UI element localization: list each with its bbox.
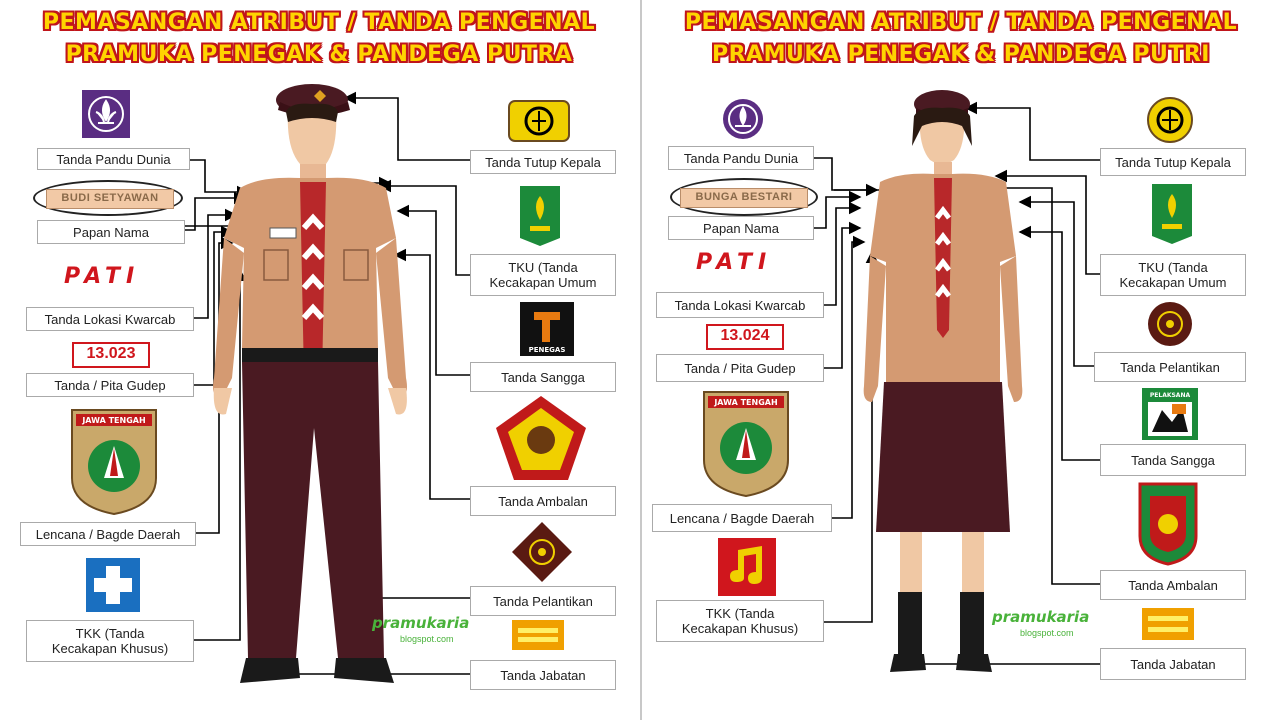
watermark-logo: pramukaria bbox=[372, 614, 470, 632]
location-badge: PATI bbox=[64, 264, 141, 289]
pandu-dunia-badge bbox=[82, 90, 130, 138]
label-tkk-line2: Kecakapan Khusus) bbox=[51, 641, 169, 656]
label-tkk-line2: Kecakapan Khusus) bbox=[681, 621, 799, 636]
label-tkk: TKK (Tanda Kecakapan Khusus) bbox=[656, 600, 824, 642]
label-sangga: Tanda Sangga bbox=[1100, 444, 1246, 476]
scout-figure-female bbox=[863, 90, 1023, 672]
tku-badge bbox=[1152, 184, 1192, 244]
location-badge: PATI bbox=[696, 250, 773, 275]
label-tku-line2: Kecakapan Umum bbox=[489, 275, 597, 290]
tkk-badge bbox=[86, 558, 140, 612]
label-pandu-dunia: Tanda Pandu Dunia bbox=[37, 148, 190, 170]
title-line-1: PEMASANGAN ATRIBUT / TANDA PENGENAL bbox=[42, 10, 596, 35]
gudep-badge: 13.023 bbox=[72, 342, 150, 368]
label-pita-gudep: Tanda / Pita Gudep bbox=[26, 373, 194, 397]
jabatan-badge bbox=[1142, 608, 1194, 640]
sangga-badge-text: PELAKSANA bbox=[1150, 392, 1191, 399]
tkk-badge bbox=[718, 538, 776, 596]
label-pita-gudep: Tanda / Pita Gudep bbox=[656, 354, 824, 382]
region-badge-shield: JAWA TENGAH bbox=[703, 391, 789, 498]
label-ambalan: Tanda Ambalan bbox=[470, 486, 616, 516]
label-ambalan: Tanda Ambalan bbox=[1100, 570, 1246, 600]
label-tutup-kepala: Tanda Tutup Kepala bbox=[1100, 148, 1246, 176]
label-papan-nama: Papan Nama bbox=[37, 220, 185, 244]
watermark-logo: pramukaria bbox=[992, 608, 1090, 626]
sangga-badge-text: PENEGAS bbox=[529, 346, 566, 354]
title-line-1: PEMASANGAN ATRIBUT / TANDA PENGENAL bbox=[684, 10, 1238, 35]
panel-putra: PEMASANGAN ATRIBUT / TANDA PENGENAL PRAM… bbox=[0, 0, 638, 720]
label-sangga: Tanda Sangga bbox=[470, 362, 616, 392]
label-tku-line2: Kecakapan Umum bbox=[1119, 275, 1227, 290]
name-tag-highlight bbox=[33, 180, 183, 216]
name-tag-highlight bbox=[670, 178, 818, 216]
ambalan-badge bbox=[1138, 482, 1198, 566]
label-lokasi-kwarcab: Tanda Lokasi Kwarcab bbox=[26, 307, 194, 331]
region-badge-shield: JAWA TENGAH bbox=[71, 409, 157, 516]
label-pelantikan: Tanda Pelantikan bbox=[470, 586, 616, 616]
name-tag: BUNGA BESTARI bbox=[680, 188, 808, 208]
sangga-badge: PENEGAS bbox=[520, 302, 574, 356]
tku-badge bbox=[520, 186, 560, 246]
pandu-dunia-badge bbox=[723, 99, 763, 139]
panel-putri: PEMASANGAN ATRIBUT / TANDA PENGENAL PRAM… bbox=[640, 0, 1280, 720]
pelantikan-badge bbox=[1148, 302, 1192, 346]
label-tku: TKU (Tanda Kecakapan Umum bbox=[470, 254, 616, 296]
name-tag: BUDI SETYAWAN bbox=[46, 189, 174, 209]
tutup-kepala-badge bbox=[508, 100, 570, 142]
title-line-2: PRAMUKA PENEGAK & PANDEGA PUTRI bbox=[711, 42, 1210, 67]
watermark-url: blogspot.com bbox=[1020, 628, 1074, 638]
label-pelantikan: Tanda Pelantikan bbox=[1094, 352, 1246, 382]
label-lokasi-kwarcab: Tanda Lokasi Kwarcab bbox=[656, 292, 824, 318]
label-tku: TKU (Tanda Kecakapan Umum bbox=[1100, 254, 1246, 296]
region-badge-text: JAWA TENGAH bbox=[81, 416, 145, 425]
label-tku-line1: TKU (Tanda bbox=[1138, 260, 1208, 275]
label-tkk: TKK (Tanda Kecakapan Khusus) bbox=[26, 620, 194, 662]
label-pandu-dunia: Tanda Pandu Dunia bbox=[668, 146, 814, 170]
watermark-url: blogspot.com bbox=[400, 634, 454, 644]
label-papan-nama: Papan Nama bbox=[668, 216, 814, 240]
gudep-badge: 13.024 bbox=[706, 324, 784, 350]
label-tkk-line1: TKK (Tanda bbox=[75, 626, 145, 641]
label-tkk-line1: TKK (Tanda bbox=[705, 606, 775, 621]
region-badge-text: JAWA TENGAH bbox=[713, 398, 777, 407]
tutup-kepala-badge bbox=[1147, 97, 1193, 143]
label-jabatan: Tanda Jabatan bbox=[1100, 648, 1246, 680]
label-tutup-kepala: Tanda Tutup Kepala bbox=[470, 150, 616, 174]
sangga-badge: PELAKSANA bbox=[1142, 388, 1198, 440]
label-jabatan: Tanda Jabatan bbox=[470, 660, 616, 690]
title-line-2: PRAMUKA PENEGAK & PANDEGA PUTRA bbox=[65, 42, 573, 67]
label-tku-line1: TKU (Tanda bbox=[508, 260, 578, 275]
label-lencana-daerah: Lencana / Bagde Daerah bbox=[20, 522, 196, 546]
ambalan-badge bbox=[496, 396, 586, 480]
pelantikan-badge bbox=[512, 522, 572, 582]
jabatan-badge bbox=[512, 620, 564, 650]
label-lencana-daerah: Lencana / Bagde Daerah bbox=[652, 504, 832, 532]
scout-figure-male bbox=[213, 84, 407, 683]
